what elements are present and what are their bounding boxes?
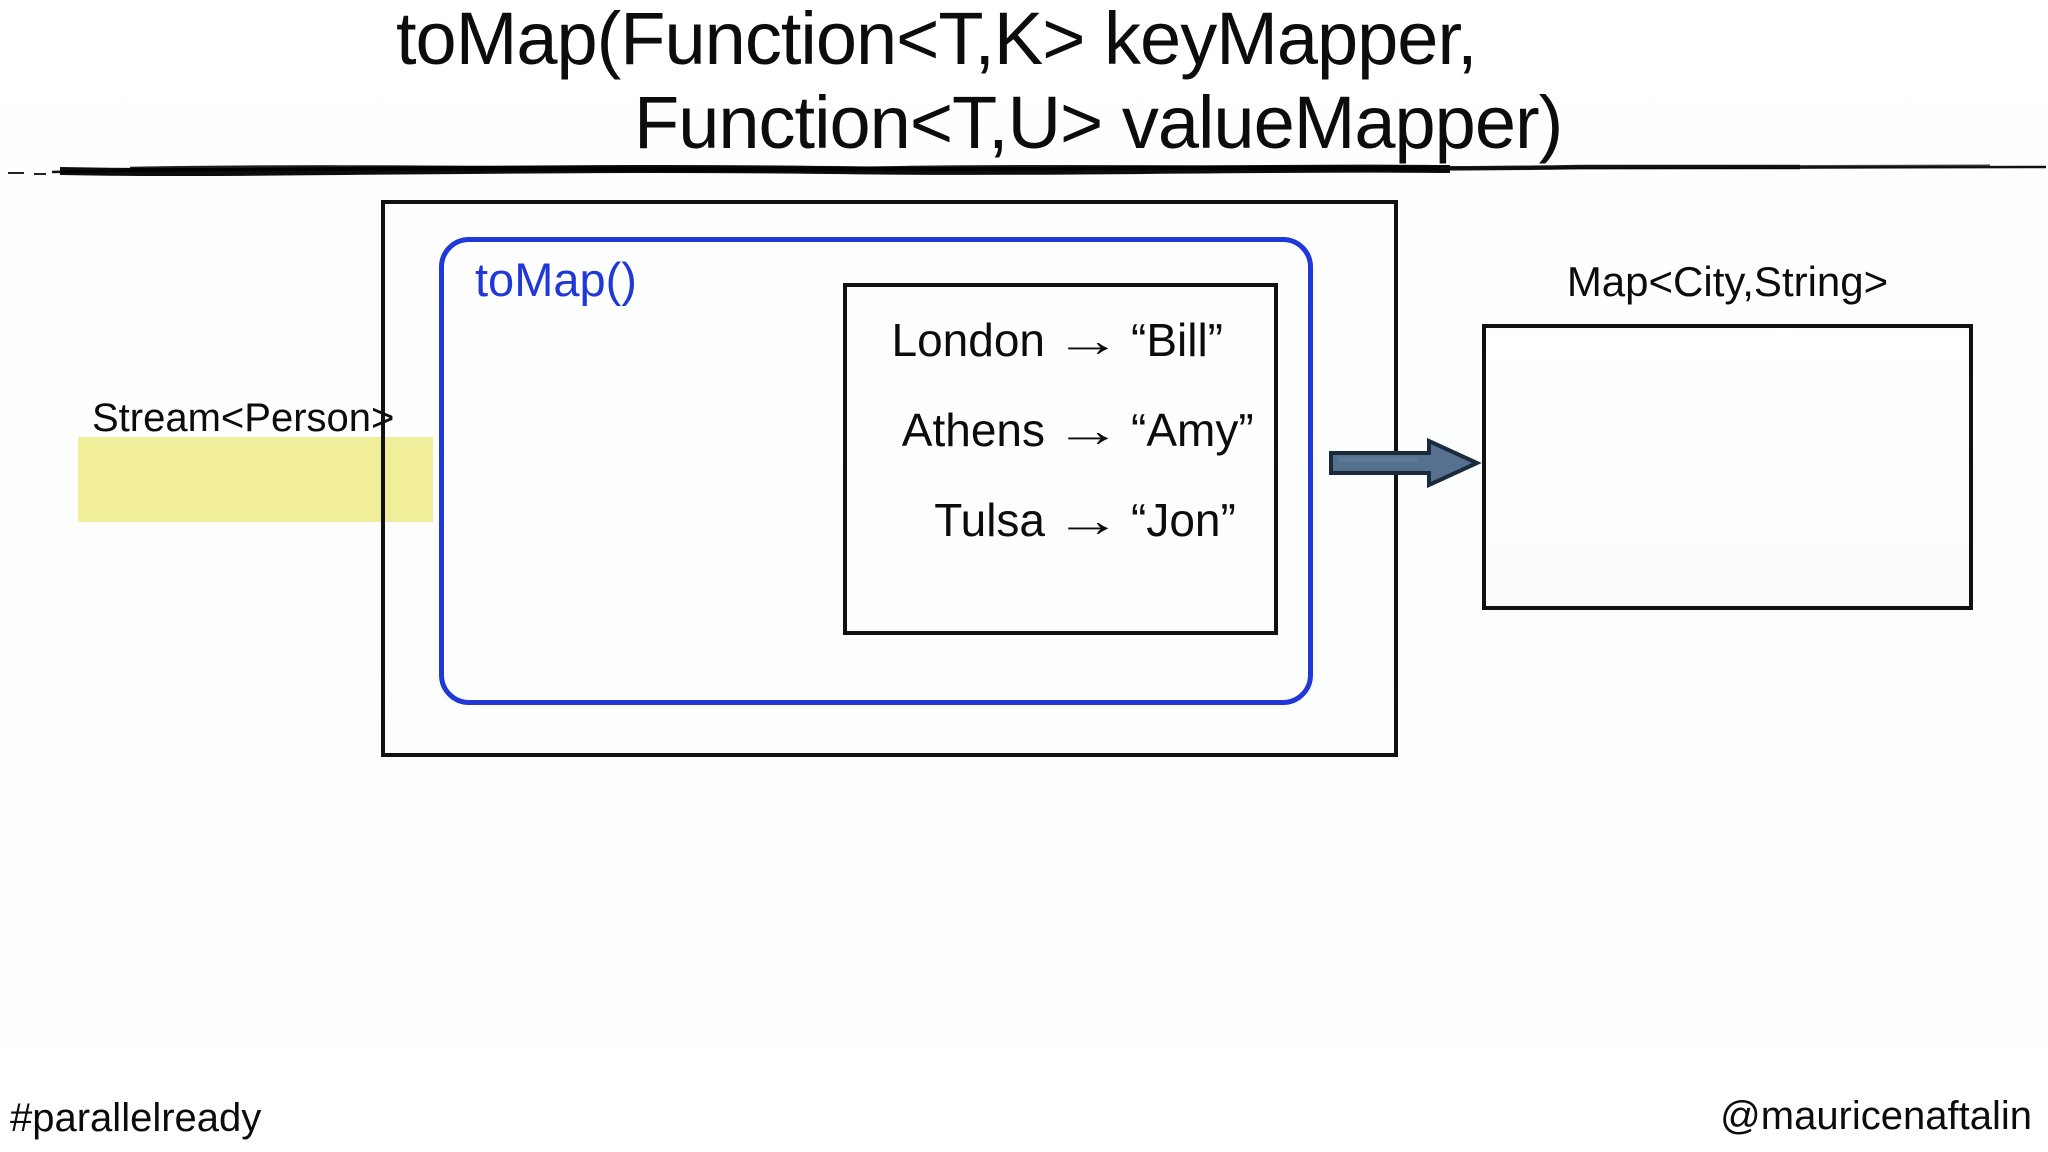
stream-pipeline-box (381, 200, 1398, 757)
slide-title-line1: toMap(Function<T,K> keyMapper, (396, 0, 1478, 80)
maps-to-arrow-icon: → (1054, 494, 1122, 546)
value-cell: “Bill” (1131, 314, 1223, 366)
mapping-row: Tulsa → “Jon” (847, 494, 1274, 546)
twitter-handle-footer: @mauricenaftalin (1720, 1094, 2032, 1138)
value-cell: “Amy” (1131, 404, 1254, 456)
city-cell: London (891, 314, 1046, 366)
stream-highlight-bar (78, 437, 433, 522)
city-cell: Athens (901, 404, 1045, 456)
map-result-box (1482, 324, 1973, 610)
mapping-table-box: London → “Bill” Athens → “Amy” Tulsa → “… (843, 283, 1278, 635)
mapping-row: Athens → “Amy” (847, 404, 1274, 456)
map-city-string-label: Map<City,String> (1566, 258, 1889, 305)
slide-title-line2: Function<T,U> valueMapper) (634, 81, 1563, 164)
mapping-row: London → “Bill” (847, 314, 1274, 366)
maps-to-arrow-icon: → (1054, 314, 1122, 366)
maps-to-arrow-icon: → (1054, 404, 1122, 456)
flow-arrow-icon (1329, 438, 1482, 488)
tomap-collector-box (439, 237, 1313, 705)
hashtag-footer: #parallelready (10, 1096, 262, 1140)
city-cell: Tulsa (934, 494, 1045, 546)
stream-person-label: Stream<Person> (92, 396, 395, 440)
value-cell: “Jon” (1131, 494, 1236, 546)
tomap-collector-label: toMap() (475, 253, 637, 306)
marker-underline (8, 164, 2047, 177)
